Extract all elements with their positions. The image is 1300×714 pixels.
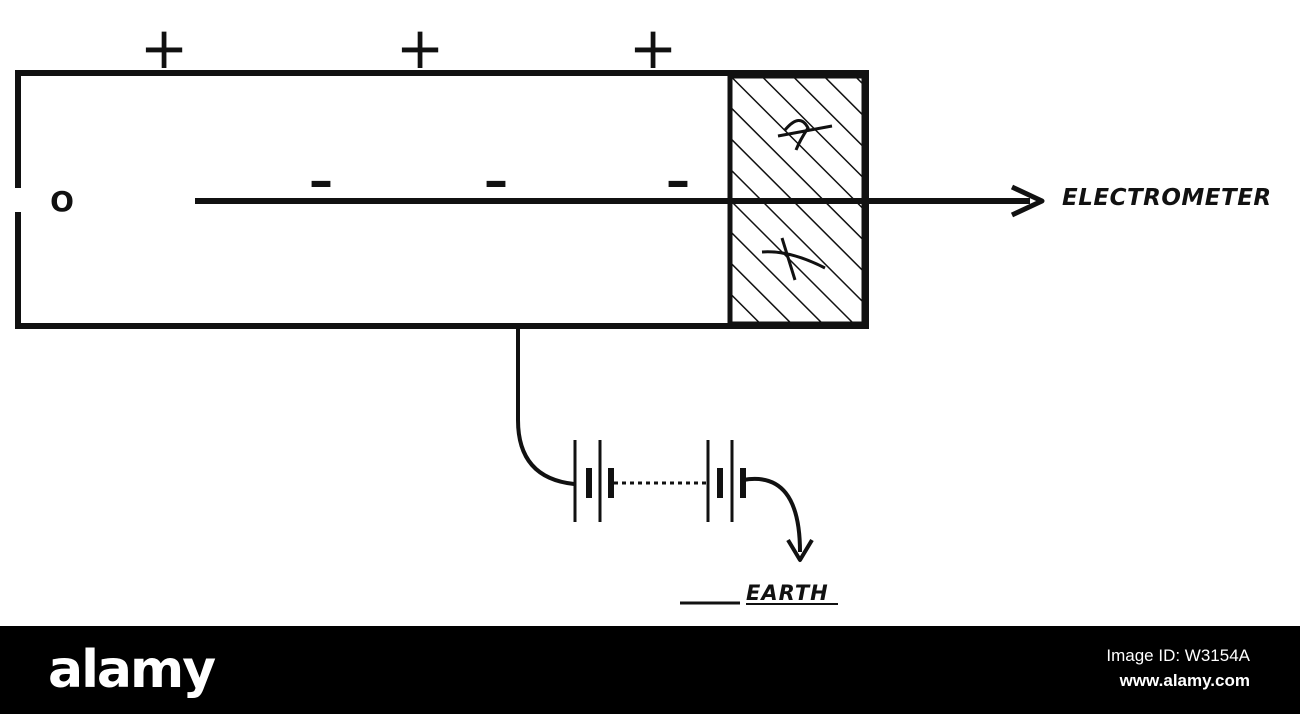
origin-label: O: [50, 185, 74, 218]
positive-charge: +: [396, 14, 445, 82]
battery-cell-right: [706, 440, 746, 522]
earth-lead: [742, 476, 802, 553]
ionization-chamber-diagram: + + + – – – O Electrometer: [12, 14, 1272, 605]
negative-charge: –: [484, 153, 508, 209]
battery-cell-left: [573, 440, 614, 522]
earth-arrowhead: [786, 538, 814, 562]
footer-info: Image ID: W3154A www.alamy.com: [1106, 644, 1250, 694]
plug-scribble-top: [777, 119, 833, 151]
plug-scribble-bottom: [761, 237, 826, 281]
positive-charge: +: [629, 14, 678, 82]
left-wall-gap: [12, 188, 24, 212]
negative-charge: –: [666, 153, 690, 209]
site-url-text: www.alamy.com: [1119, 671, 1250, 690]
alamy-logo: alamy: [48, 640, 216, 700]
electrometer-label: Electrometer: [1062, 185, 1272, 211]
watermark-footer: alamy Image ID: W3154A www.alamy.com: [0, 626, 1300, 714]
electrode-arrowhead: [1010, 184, 1045, 218]
earth-label: Earth: [746, 581, 829, 605]
positive-charge: +: [140, 14, 189, 82]
image-id-text: Image ID: W3154A: [1106, 646, 1250, 665]
negative-charge: –: [309, 153, 333, 209]
ground-wire: [516, 326, 575, 486]
